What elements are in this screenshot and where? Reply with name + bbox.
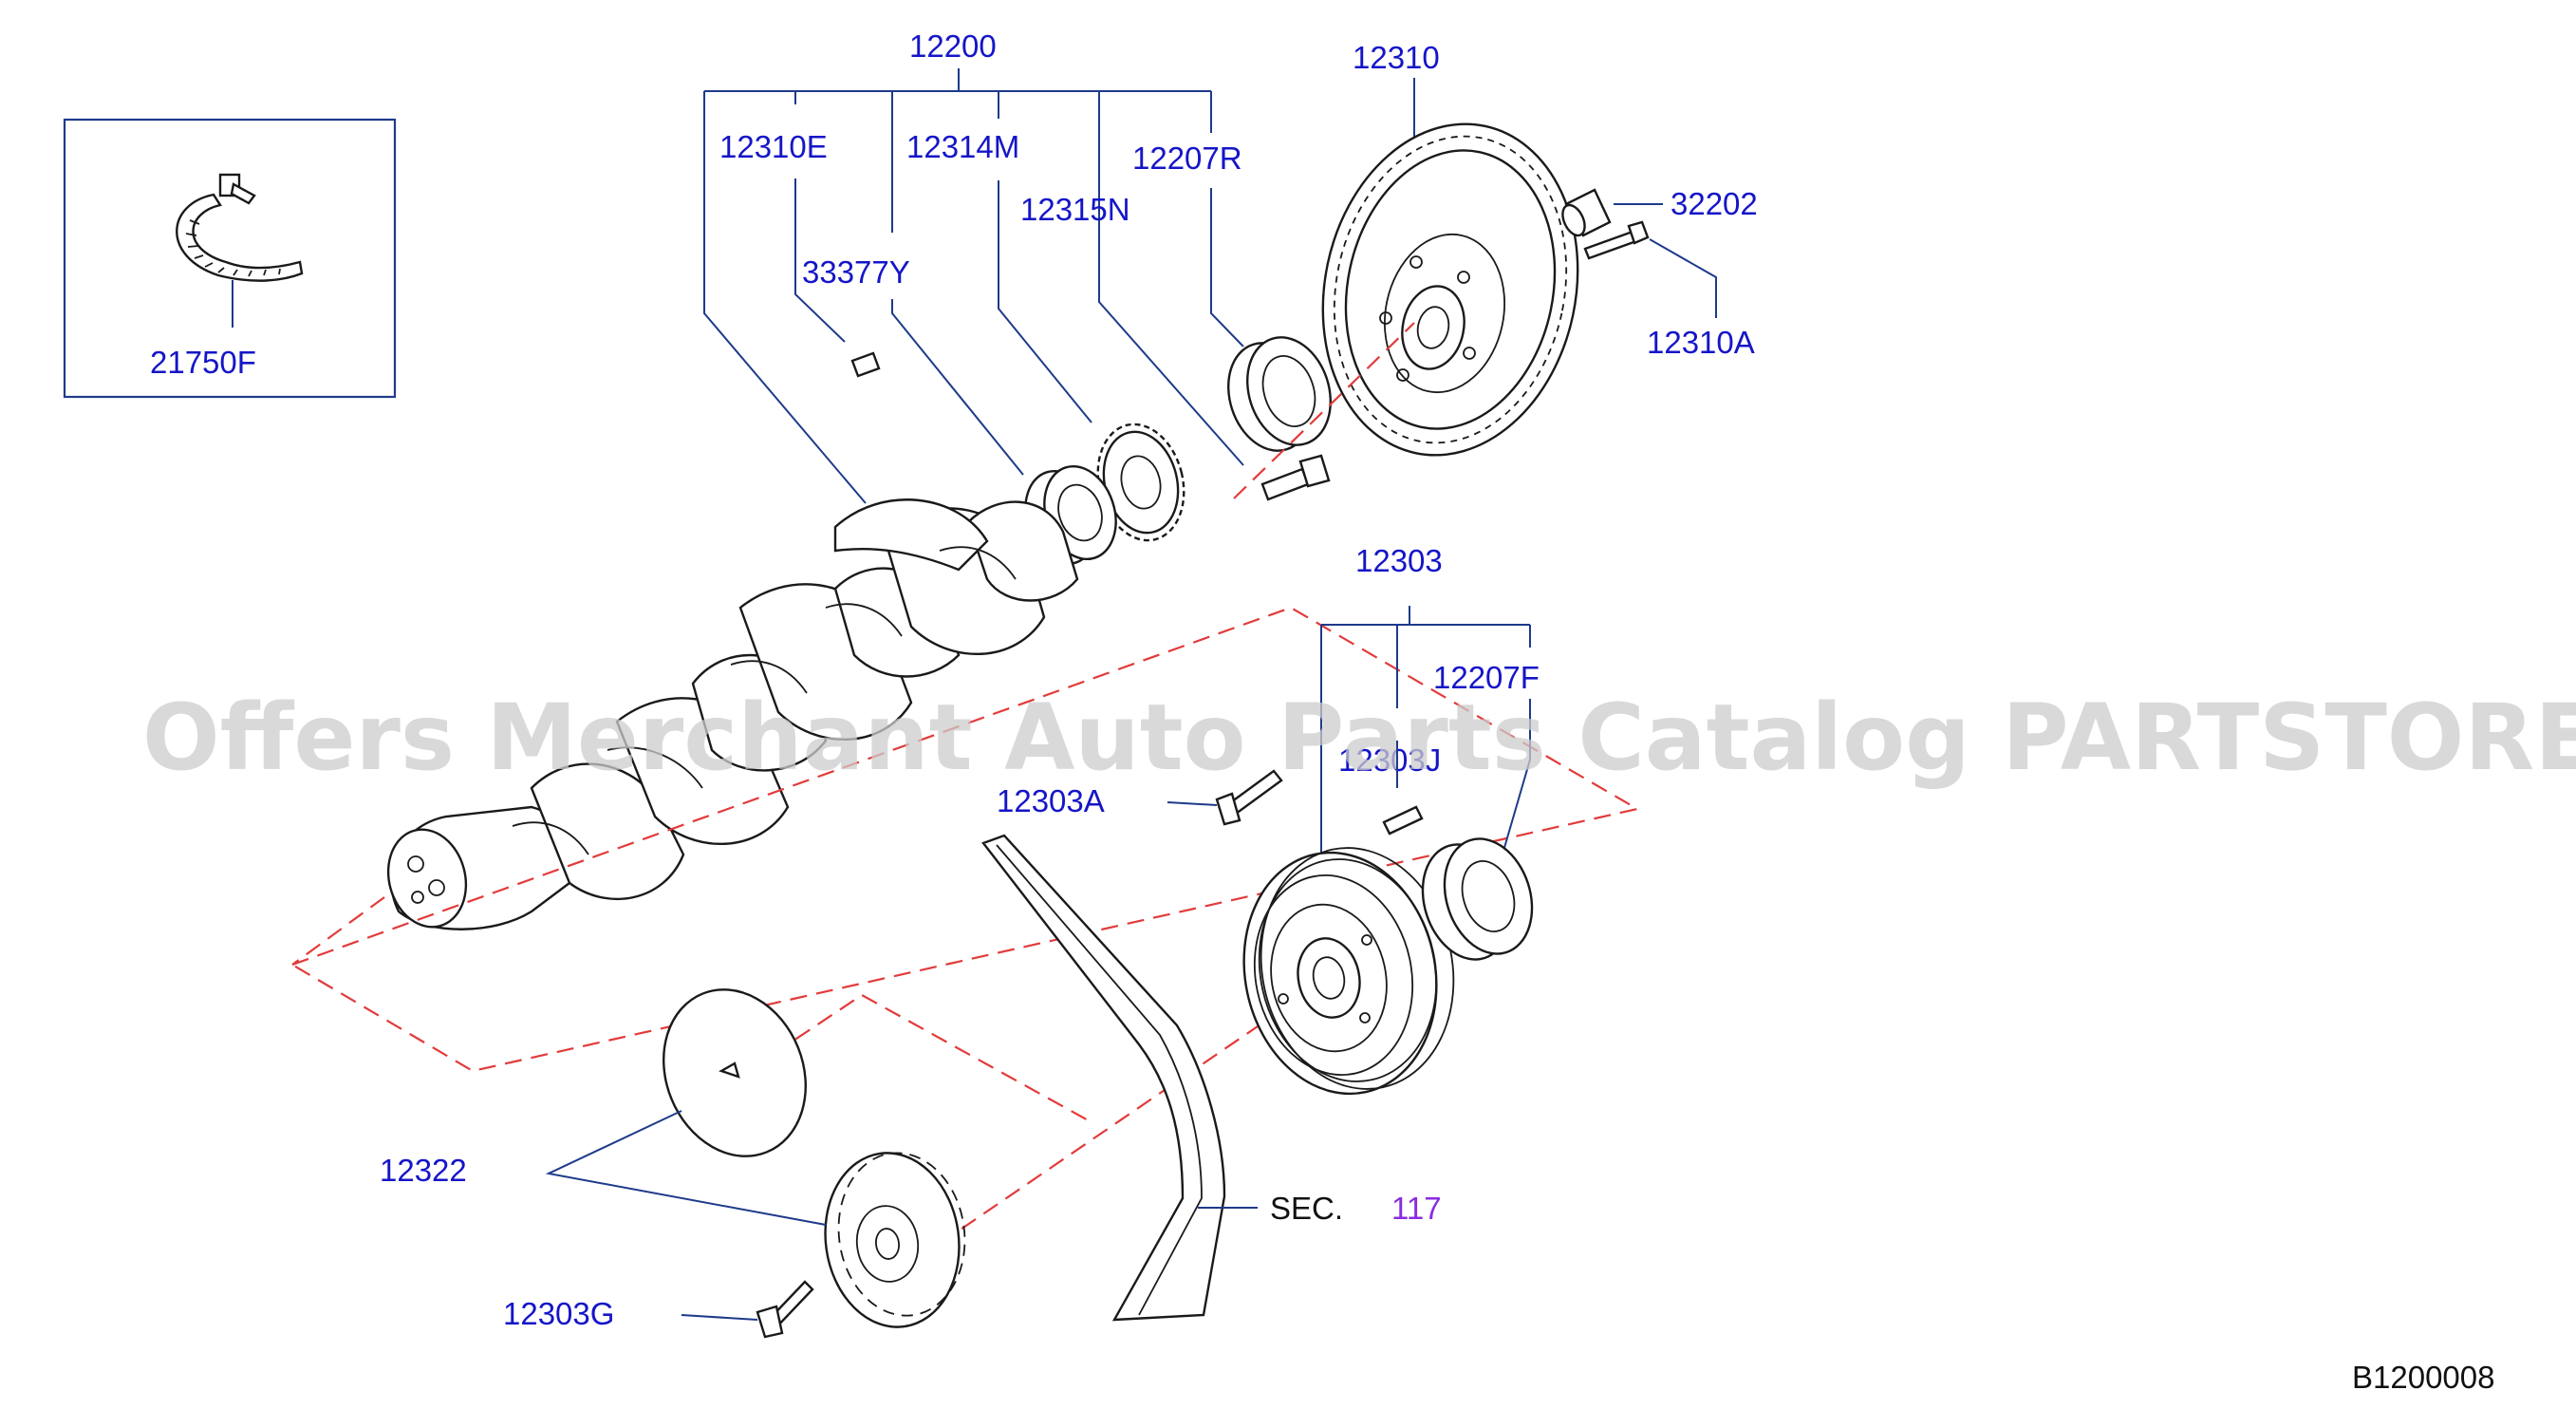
crank-plate <box>663 988 807 1157</box>
callout-12207R[interactable]: 12207R <box>1132 141 1242 176</box>
callout-33377Y[interactable]: 33377Y <box>802 254 910 290</box>
callout-12200[interactable]: 12200 <box>909 28 997 64</box>
diagram-id: B1200008 <box>2352 1360 2494 1395</box>
callout-12303A[interactable]: 12303A <box>997 783 1105 818</box>
drive-plate-bolt <box>756 1280 814 1339</box>
callout-12315N[interactable]: 12315N <box>1020 192 1130 227</box>
callout-12303J[interactable]: 12303J <box>1338 742 1441 778</box>
dowel-pin <box>850 351 881 378</box>
crank-sprocket <box>1096 423 1185 542</box>
callout-12310E[interactable]: 12310E <box>719 129 828 164</box>
flywheel-mount-bolt <box>1260 454 1331 501</box>
crank-pulley <box>1242 847 1455 1096</box>
pulley-bolt <box>1215 769 1283 826</box>
dashed-guide-lower <box>773 993 1092 1123</box>
callout-32202[interactable]: 32202 <box>1671 186 1758 221</box>
callout-12322[interactable]: 12322 <box>380 1153 467 1188</box>
flywheel-bolt <box>1583 220 1650 260</box>
inset-frame <box>63 118 397 399</box>
dashed-guide-upper <box>291 606 1640 1073</box>
callout-12310[interactable]: 12310 <box>1353 40 1440 75</box>
callout-12303G[interactable]: 12303G <box>503 1296 614 1331</box>
flywheel-ring-gear <box>1321 122 1579 457</box>
cable-tie <box>176 173 304 282</box>
callout-12310A[interactable]: 12310A <box>1647 325 1755 360</box>
drive-belt <box>981 834 1226 1322</box>
rear-oil-seal <box>1227 336 1332 452</box>
front-oil-seal <box>1421 837 1534 961</box>
callout-21750F[interactable]: 21750F <box>150 345 256 380</box>
callout-12207F[interactable]: 12207F <box>1433 660 1540 695</box>
crankshaft <box>386 498 1079 930</box>
section-ref-prefix: SEC. <box>1270 1191 1343 1226</box>
callout-12303[interactable]: 12303 <box>1355 543 1443 578</box>
watermark-text: Offers Merchant Auto Parts Catalog PARTS… <box>142 685 2576 791</box>
woodruff-key <box>1382 805 1424 836</box>
callout-12314M[interactable]: 12314M <box>906 129 1019 164</box>
section-ref-number[interactable]: 117 <box>1391 1191 1442 1226</box>
pilot-bushing <box>1561 188 1612 237</box>
drive-plate <box>824 1152 966 1328</box>
